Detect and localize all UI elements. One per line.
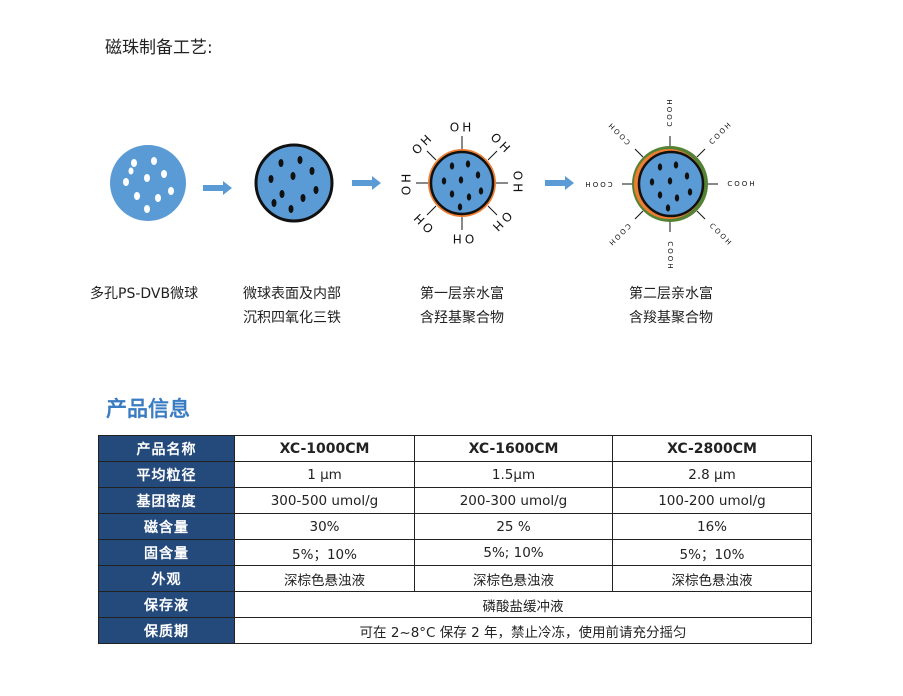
functional-group-label: OH — [450, 232, 474, 246]
functional-group-label: OH — [450, 121, 474, 135]
functional-group-label: COOH — [708, 222, 734, 248]
functional-group-label: COOH — [727, 180, 756, 188]
functional-group-label: OH — [409, 209, 436, 236]
table-row: 平均粒径 1 µm 1.5µm 2.8 µm — [98, 461, 812, 488]
table-row: 保质期 可在 2~8°C 保存 2 年，禁止冷冻，使用前请充分摇匀 — [98, 617, 812, 644]
table-cell: 1 µm — [234, 461, 415, 488]
table-row: 外观 深棕色悬浊液 深棕色悬浊液 深棕色悬浊液 — [98, 565, 812, 592]
table-cell: 深棕色悬浊液 — [612, 565, 812, 592]
step2-caption: 微球表面及内部 沉积四氧化三铁 — [243, 286, 341, 326]
functional-group-label: OH — [409, 130, 436, 157]
carboxyl-coated-bead-icon — [622, 136, 718, 232]
functional-group-label: OH — [400, 171, 414, 195]
row-label: 固含量 — [98, 539, 235, 566]
table-cell: 深棕色悬浊液 — [414, 565, 613, 592]
hydroxyl-coated-bead-icon — [416, 136, 508, 230]
product-name-cell: XC-2800CM — [612, 435, 812, 462]
product-name-cell: XC-1000CM — [234, 435, 415, 462]
functional-group-label: COOH — [606, 120, 632, 146]
table-cell: 5%；10% — [612, 539, 812, 566]
table-cell: 300-500 umol/g — [234, 487, 415, 514]
table-cell: 2.8 µm — [612, 461, 812, 488]
functional-group-label: COOH — [666, 97, 674, 126]
table-cell: 25 % — [414, 513, 613, 540]
table-cell: 磷酸盐缓冲液 — [234, 591, 812, 618]
table-cell: 100-200 umol/g — [612, 487, 812, 514]
table-cell: 16% — [612, 513, 812, 540]
row-label: 保存液 — [98, 591, 235, 618]
table-cell: 1.5µm — [414, 461, 613, 488]
row-label: 平均粒径 — [98, 461, 235, 488]
row-label: 外观 — [98, 565, 235, 592]
table-row: 磁含量 30% 25 % 16% — [98, 513, 812, 540]
table-cell: 200-300 umol/g — [414, 487, 613, 514]
table-header-row: 产品名称 XC-1000CM XC-1600CM XC-2800CM — [98, 435, 812, 462]
functional-group-label: COOH — [583, 180, 612, 188]
step1-caption: 多孔PS-DVB微球 — [90, 286, 199, 302]
table-cell: 可在 2~8°C 保存 2 年，禁止冷冻，使用前请充分摇匀 — [234, 617, 812, 644]
row-label: 产品名称 — [98, 435, 235, 462]
product-info-heading: 产品信息 — [106, 397, 190, 421]
row-label: 基团密度 — [98, 487, 235, 514]
arrow-icon — [545, 176, 574, 190]
row-label: 保质期 — [98, 617, 235, 644]
functional-group-label: COOH — [708, 120, 734, 146]
arrow-icon — [203, 181, 232, 195]
table-cell: 5%；10% — [234, 539, 415, 566]
process-title: 磁珠制备工艺: — [105, 38, 213, 58]
functional-group-label: OH — [511, 171, 525, 195]
table-cell: 5%; 10% — [414, 539, 613, 566]
table-row: 保存液 磷酸盐缓冲液 — [98, 591, 812, 618]
step3-caption: 第一层亲水富 含羟基聚合物 — [420, 286, 504, 326]
row-label: 磁含量 — [98, 513, 235, 540]
functional-group-label: COOH — [666, 241, 674, 270]
functional-group-label: COOH — [606, 222, 632, 248]
step4-caption: 第二层亲水富 含羧基聚合物 — [629, 286, 713, 326]
bead-preparation-diagram: OH OH OH OH OH OH OH OH COOH COOH COOH COOH COOH COO… — [110, 97, 756, 271]
product-name-cell: XC-1600CM — [414, 435, 613, 462]
table-cell: 深棕色悬浊液 — [234, 565, 415, 592]
porous-bead-icon — [110, 145, 186, 221]
functional-group-label: OH — [488, 209, 515, 236]
table-row: 基团密度 300-500 umol/g 200-300 umol/g 100-2… — [98, 487, 812, 514]
magnetite-bead-icon — [254, 143, 334, 223]
table-cell: 30% — [234, 513, 415, 540]
functional-group-label: OH — [488, 130, 515, 157]
product-spec-table: 产品名称 XC-1000CM XC-1600CM XC-2800CM 平均粒径 … — [98, 435, 812, 644]
arrow-icon — [352, 176, 381, 190]
table-row: 固含量 5%；10% 5%; 10% 5%；10% — [98, 539, 812, 566]
